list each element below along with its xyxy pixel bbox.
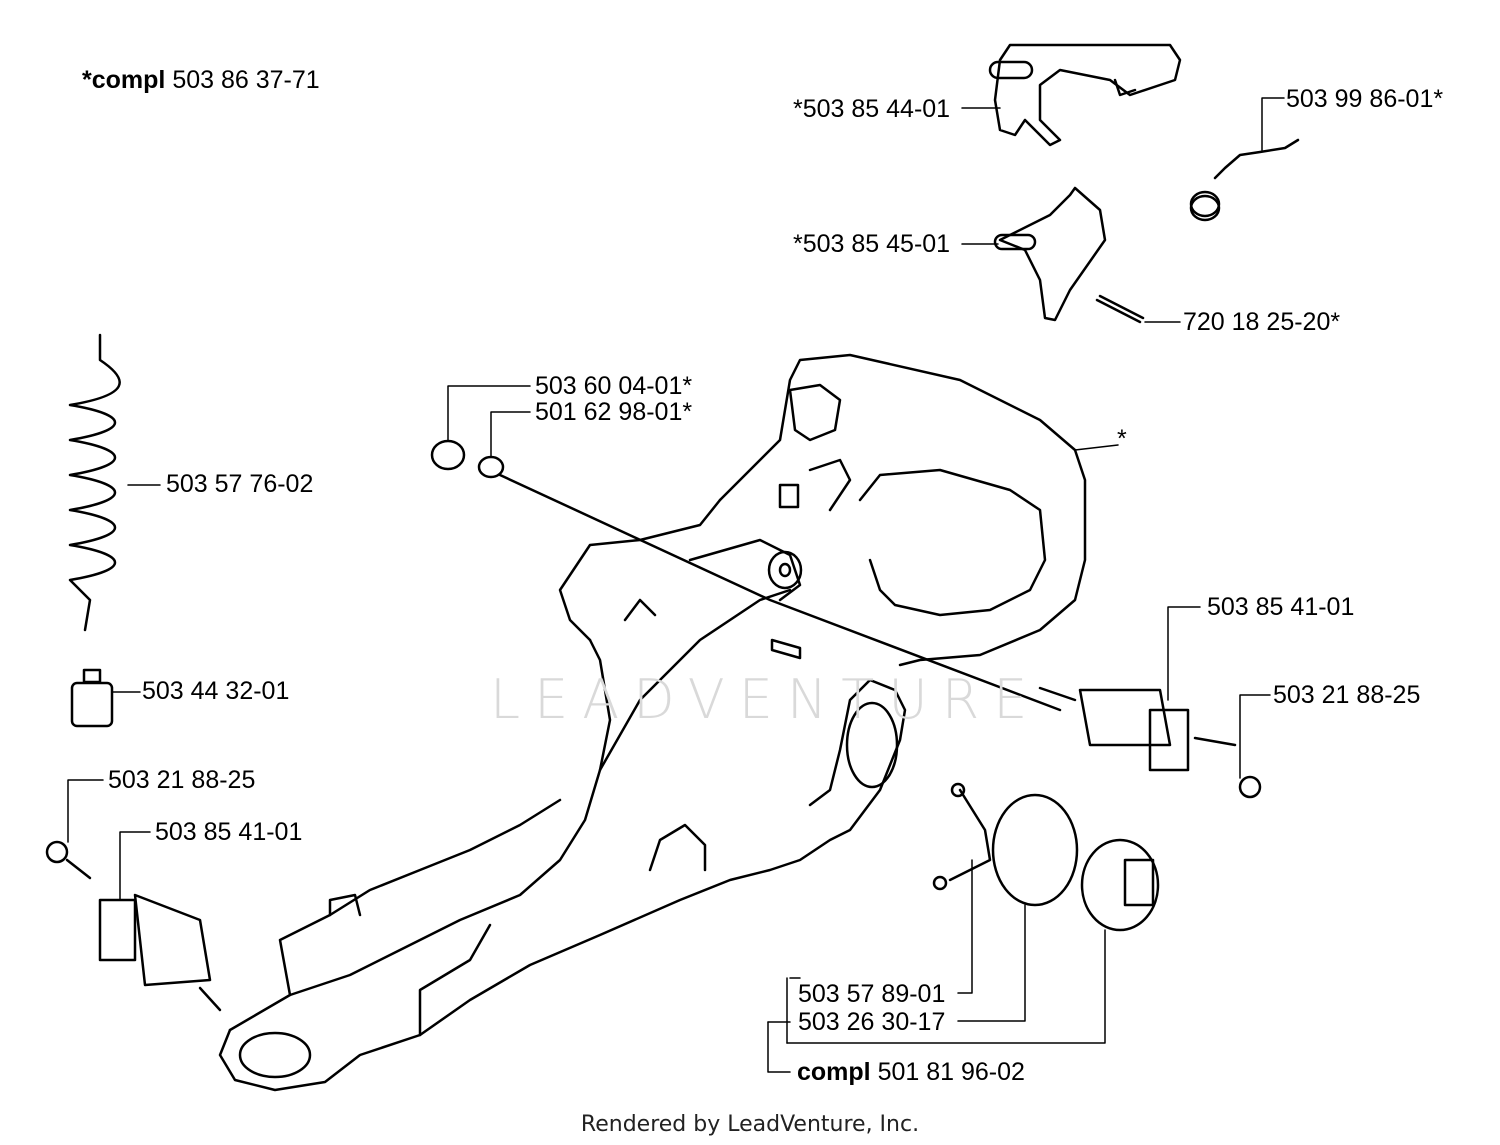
part-label-spring: 503 99 86-01* xyxy=(1286,85,1444,113)
part-label-filter: 503 44 32-01 xyxy=(142,677,290,705)
part-label-buffer-1: 503 60 04-01* xyxy=(535,372,693,400)
throttle-trigger xyxy=(988,43,1182,147)
part-label-av-spring-right: 503 85 41-01 xyxy=(1207,593,1355,621)
housing-star-mark: * xyxy=(1117,425,1127,453)
part-label-av-spring-left: 503 85 41-01 xyxy=(155,818,303,846)
av-spring-right xyxy=(1038,686,1262,799)
part-label-buffer-2: 501 62 98-01* xyxy=(535,398,693,426)
throttle-lockout xyxy=(993,186,1107,322)
footer-credit: Rendered by LeadVenture, Inc. xyxy=(580,1112,920,1137)
av-spring-left xyxy=(45,840,222,1012)
cap-assembly-label: compl 501 81 96-02 xyxy=(797,1058,1025,1086)
part-label-cap-retainer: 503 57 89-01 xyxy=(798,980,946,1008)
part-label-pin: 720 18 25-20* xyxy=(1183,308,1341,336)
leader-lines xyxy=(67,97,1285,1073)
part-label-screw-left: 503 21 88-25 xyxy=(108,766,256,794)
part-label-hose: 503 57 76-02 xyxy=(166,470,314,498)
assembly-number: 503 86 37-71 xyxy=(172,66,320,94)
cap-assembly-number: 501 81 96-02 xyxy=(877,1058,1025,1086)
fuel-filter xyxy=(70,668,114,728)
return-spring xyxy=(1189,138,1300,222)
fuel-cap-assembly xyxy=(932,782,1160,932)
part-label-cap-oring: 503 26 30-17 xyxy=(798,1008,946,1036)
tank-handle-housing xyxy=(218,353,1087,1092)
part-label-lockout: *503 85 45-01 xyxy=(793,230,951,258)
cap-compl-text: compl xyxy=(797,1058,871,1086)
pin xyxy=(1095,294,1145,324)
part-label-trigger: *503 85 44-01 xyxy=(793,95,951,123)
fuel-hose-coil xyxy=(68,333,121,632)
assembly-label: *compl 503 86 37-71 xyxy=(82,66,320,94)
watermark: LEADVENTURE xyxy=(490,668,1042,731)
assembly-compl-text: *compl xyxy=(82,66,166,94)
part-label-screw-right: 503 21 88-25 xyxy=(1273,681,1421,709)
